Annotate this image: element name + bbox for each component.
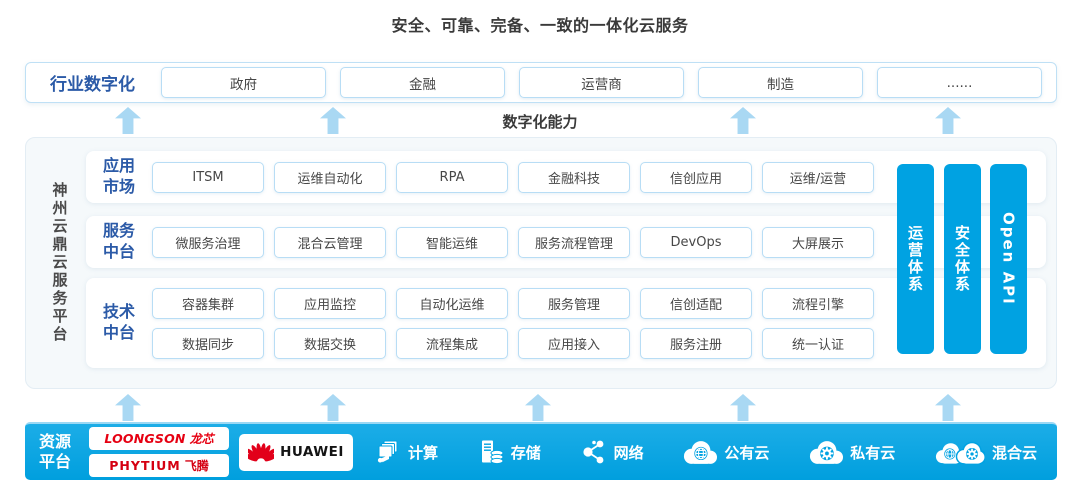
service-item-hybrid-cloud-mgmt: 混合云管理 — [274, 226, 386, 258]
tech-item-data-exchange: 数据交换 — [274, 327, 386, 359]
side-bar-open-api: Open API — [990, 164, 1027, 354]
up-arrow-icon — [320, 394, 346, 421]
industry-items: 政府 金融 运营商 制造 ...... — [161, 67, 1042, 98]
phytium-logo: PHYTIUM 飞腾 — [89, 454, 229, 477]
service-item-big-screen: 大屏展示 — [762, 226, 874, 258]
tech-items-line2: 数据同步 数据交换 流程集成 应用接入 服务注册 统一认证 — [152, 327, 874, 359]
app-item-xinchuang-app: 信创应用 — [640, 161, 752, 193]
industry-row-label: 行业数字化 — [50, 75, 135, 95]
app-item-itsm: ITSM — [152, 161, 264, 193]
huawei-brand-text: HUAWEI — [280, 444, 344, 460]
service-item-devops: DevOps — [640, 226, 752, 258]
service-item-aiops: 智能运维 — [396, 226, 508, 258]
resource-item-hybrid-cloud: 混合云 — [935, 440, 1037, 465]
industry-item-finance: 金融 — [340, 67, 505, 98]
tech-item-container-cluster: 容器集群 — [152, 287, 264, 319]
tech-item-automated-ops: 自动化运维 — [396, 287, 508, 319]
industry-item-manufacturing: 制造 — [698, 67, 863, 98]
app-item-ops-operation: 运维/运营 — [762, 161, 874, 193]
app-market-items: ITSM 运维自动化 RPA 金融科技 信创应用 运维/运营 — [152, 161, 874, 193]
up-arrow-icon — [730, 394, 756, 421]
loongson-brand-text: LOONGSON — [104, 431, 186, 446]
service-center-items: 微服务治理 混合云管理 智能运维 服务流程管理 DevOps 大屏展示 — [152, 226, 874, 258]
huawei-logo: HUAWEI — [239, 433, 353, 471]
resource-item-label: 公有云 — [724, 443, 770, 462]
resource-platform-label: 资源平台 — [39, 432, 72, 471]
up-arrow-icon — [525, 394, 551, 421]
service-item-microservice: 微服务治理 — [152, 226, 264, 258]
resource-item-label: 存储 — [510, 443, 541, 462]
industry-item-more: ...... — [877, 67, 1042, 98]
platform-name-vertical: 神州云鼎云服务平台 — [50, 182, 69, 344]
resource-item-label: 混合云 — [991, 443, 1037, 462]
resource-item-label: 私有云 — [850, 443, 896, 462]
row-label-app-market: 应用市场 — [102, 156, 135, 196]
up-arrow-icon — [935, 394, 961, 421]
hybrid-cloud-icon — [935, 441, 985, 465]
tech-item-app-monitoring: 应用监控 — [274, 287, 386, 319]
public-cloud-icon — [684, 440, 718, 464]
network-icon — [582, 440, 603, 464]
resource-item-storage: 存储 — [478, 439, 541, 465]
tech-items-line1: 容器集群 应用监控 自动化运维 服务管理 信创适配 流程引擎 — [152, 287, 874, 319]
resource-item-network: 网络 — [581, 439, 644, 465]
storage-icon — [481, 440, 504, 465]
service-item-service-flow: 服务流程管理 — [518, 226, 630, 258]
up-arrow-icon — [115, 394, 141, 421]
service-center-row: 服务中台 微服务治理 混合云管理 智能运维 服务流程管理 DevOps 大屏展示 — [86, 216, 1046, 268]
tech-item-data-sync: 数据同步 — [152, 327, 264, 359]
industry-item-operator: 运营商 — [519, 67, 684, 98]
resource-items: 计算 存储 — [353, 439, 1037, 465]
tech-item-service-registry: 服务注册 — [640, 327, 752, 359]
resource-platform-bar: 资源平台 LOONGSON 龙芯 PHYTIUM 飞腾 — [25, 422, 1057, 480]
resource-item-label: 计算 — [408, 443, 439, 462]
resource-item-public-cloud: 公有云 — [683, 440, 769, 465]
resource-item-label: 网络 — [613, 443, 644, 462]
industry-row: 行业数字化 政府 金融 运营商 制造 ...... — [25, 62, 1057, 103]
loongson-cn-text: 龙芯 — [189, 432, 214, 446]
tech-center-items: 容器集群 应用监控 自动化运维 服务管理 信创适配 流程引擎 数据同步 数据交换… — [152, 287, 874, 359]
page-title: 安全、可靠、完备、一致的一体化云服务 — [391, 16, 689, 35]
industry-item-government: 政府 — [161, 67, 326, 98]
phytium-brand-text: PHYTIUM — [109, 458, 181, 473]
resource-item-compute: 计算 — [375, 439, 438, 465]
huawei-flower-icon — [248, 442, 275, 461]
tech-center-row: 技术中台 容器集群 应用监控 自动化运维 服务管理 信创适配 流程引擎 数据同步… — [86, 278, 1046, 368]
compute-icon — [377, 440, 398, 463]
app-market-row: 应用市场 ITSM 运维自动化 RPA 金融科技 信创应用 运维/运营 — [86, 151, 1046, 203]
app-item-rpa: RPA — [396, 161, 508, 193]
row-label-service-center: 服务中台 — [102, 221, 135, 261]
row-label-tech-center: 技术中台 — [102, 302, 135, 342]
tech-item-service-mgmt: 服务管理 — [518, 287, 630, 319]
app-item-ops-automation: 运维自动化 — [274, 161, 386, 193]
tech-item-xinchuang-adapt: 信创适配 — [640, 287, 752, 319]
tech-item-process-integration: 流程集成 — [396, 327, 508, 359]
cpu-vendor-stack: LOONGSON 龙芯 PHYTIUM 飞腾 — [89, 427, 229, 477]
tech-item-process-engine: 流程引擎 — [762, 287, 874, 319]
capability-label: 数字化能力 — [502, 113, 578, 131]
loongson-logo: LOONGSON 龙芯 — [89, 427, 229, 450]
private-cloud-icon — [810, 440, 844, 464]
side-bar-security-system: 安全体系 — [944, 164, 981, 354]
cloud-platform-panel: 神州云鼎云服务平台 应用市场 ITSM 运维自动化 RPA 金融科技 信创应用 … — [25, 137, 1057, 389]
tech-item-unified-auth: 统一认证 — [762, 327, 874, 359]
resource-item-private-cloud: 私有云 — [809, 440, 895, 465]
app-item-fintech: 金融科技 — [518, 161, 630, 193]
side-bar-operation-system: 运营体系 — [897, 164, 934, 354]
tech-item-app-access: 应用接入 — [518, 327, 630, 359]
phytium-cn-text: 飞腾 — [184, 459, 209, 473]
